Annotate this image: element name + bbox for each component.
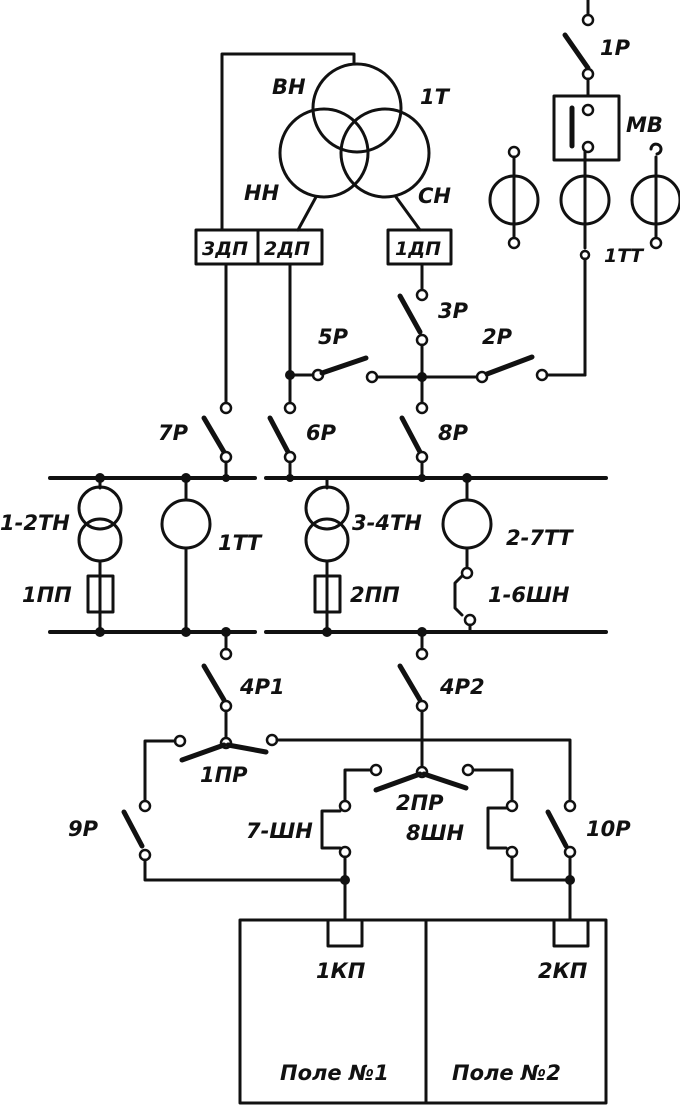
label-1t: 1Т xyxy=(420,85,451,109)
label-3dp: 3ДП xyxy=(202,238,248,260)
label-2pp: 2ПП xyxy=(350,583,400,607)
label-8p: 8Р xyxy=(438,421,469,445)
label-1pp: 1ПП xyxy=(22,583,72,607)
node-bus-8p xyxy=(418,474,426,482)
label-1pr: 1ПР xyxy=(200,763,248,787)
blade-7p xyxy=(201,415,227,455)
label-3-4tn: 3-4ТН xyxy=(352,511,422,535)
terminal-3p-top xyxy=(415,288,429,302)
terminal-2p-left xyxy=(475,370,489,384)
blade-8p xyxy=(399,415,423,455)
current-transformer-2-7tt xyxy=(441,473,493,580)
switch-9p xyxy=(121,799,347,882)
label-field-2: Поле №2 xyxy=(452,1061,561,1085)
label-4p2: 4Р2 xyxy=(439,675,485,699)
test-field-panel xyxy=(238,918,608,1105)
blade-4p2 xyxy=(397,663,423,703)
label-sn: СН xyxy=(418,184,451,208)
voltage-transformer-1-2tn xyxy=(77,473,123,578)
switch-1pr xyxy=(143,733,572,802)
node-bus-7p xyxy=(222,474,230,482)
blade-5p xyxy=(319,355,369,376)
box-3dp: 3ДП xyxy=(194,228,260,266)
current-transformer-1tt-top xyxy=(559,150,611,377)
blade-3p xyxy=(397,293,423,335)
box-2dp: 2ДП xyxy=(256,228,324,266)
blade-4p1 xyxy=(201,663,227,703)
blade-2p xyxy=(484,354,535,377)
label-3p: 3Р xyxy=(438,299,469,323)
fuse-2pp xyxy=(313,574,342,637)
node-bus-6p xyxy=(286,474,294,482)
label-1p: 1Р xyxy=(600,36,631,60)
label-5p: 5Р xyxy=(318,325,349,349)
label-nn: НН xyxy=(244,181,280,205)
label-6p: 6Р xyxy=(306,421,337,445)
label-7shn: 7-ШН xyxy=(246,819,313,843)
label-vn: ВН xyxy=(272,75,306,99)
current-transformer-left xyxy=(488,145,540,250)
label-9p: 9Р xyxy=(68,817,99,841)
label-1dp: 1ДП xyxy=(395,238,441,260)
label-1-6shn: 1-6ШН xyxy=(488,583,570,607)
circuit-breaker-mv xyxy=(552,94,621,162)
terminal-7p-top xyxy=(219,401,233,415)
terminal-box-2kp xyxy=(552,918,590,948)
transformer-1t xyxy=(220,52,431,232)
shunt-7shn xyxy=(320,799,352,922)
voltage-transformer-3-4tn xyxy=(304,476,350,578)
terminal-8p-top xyxy=(415,401,429,415)
label-2-7tt: 2-7ТТ xyxy=(506,526,574,550)
current-transformer-right xyxy=(630,142,680,250)
label-10p: 10Р xyxy=(586,817,631,841)
label-4p1: 4Р1 xyxy=(239,675,285,699)
label-1kp: 1КП xyxy=(316,959,366,983)
label-1tt-bus: 1ТТ xyxy=(218,531,263,555)
label-2kp: 2КП xyxy=(538,959,588,983)
label-2p: 2Р xyxy=(482,325,513,349)
label-field-1: Поле №1 xyxy=(280,1061,389,1085)
label-2pr: 2ПР xyxy=(396,791,444,815)
switch-2pr xyxy=(343,763,514,802)
switch-1p xyxy=(562,0,595,98)
terminal-6p-top xyxy=(283,401,297,415)
label-mv: МВ xyxy=(626,113,663,137)
label-8shn: 8ШН xyxy=(406,821,465,845)
fuse-1pp xyxy=(86,574,115,637)
label-1-2tn: 1-2ТН xyxy=(0,511,70,535)
label-1tt-top: 1ТТ xyxy=(604,245,645,267)
current-transformer-1tt-bus xyxy=(160,473,212,637)
shunt-8shn xyxy=(486,799,572,882)
label-2dp: 2ДП xyxy=(264,238,310,260)
box-1dp: 1ДП xyxy=(386,228,453,266)
blade-6p xyxy=(267,415,291,455)
switch-10p xyxy=(545,799,577,922)
shunt-1-6shn xyxy=(453,574,477,634)
terminal-box-1kp xyxy=(326,918,364,948)
label-7p: 7Р xyxy=(158,421,189,445)
